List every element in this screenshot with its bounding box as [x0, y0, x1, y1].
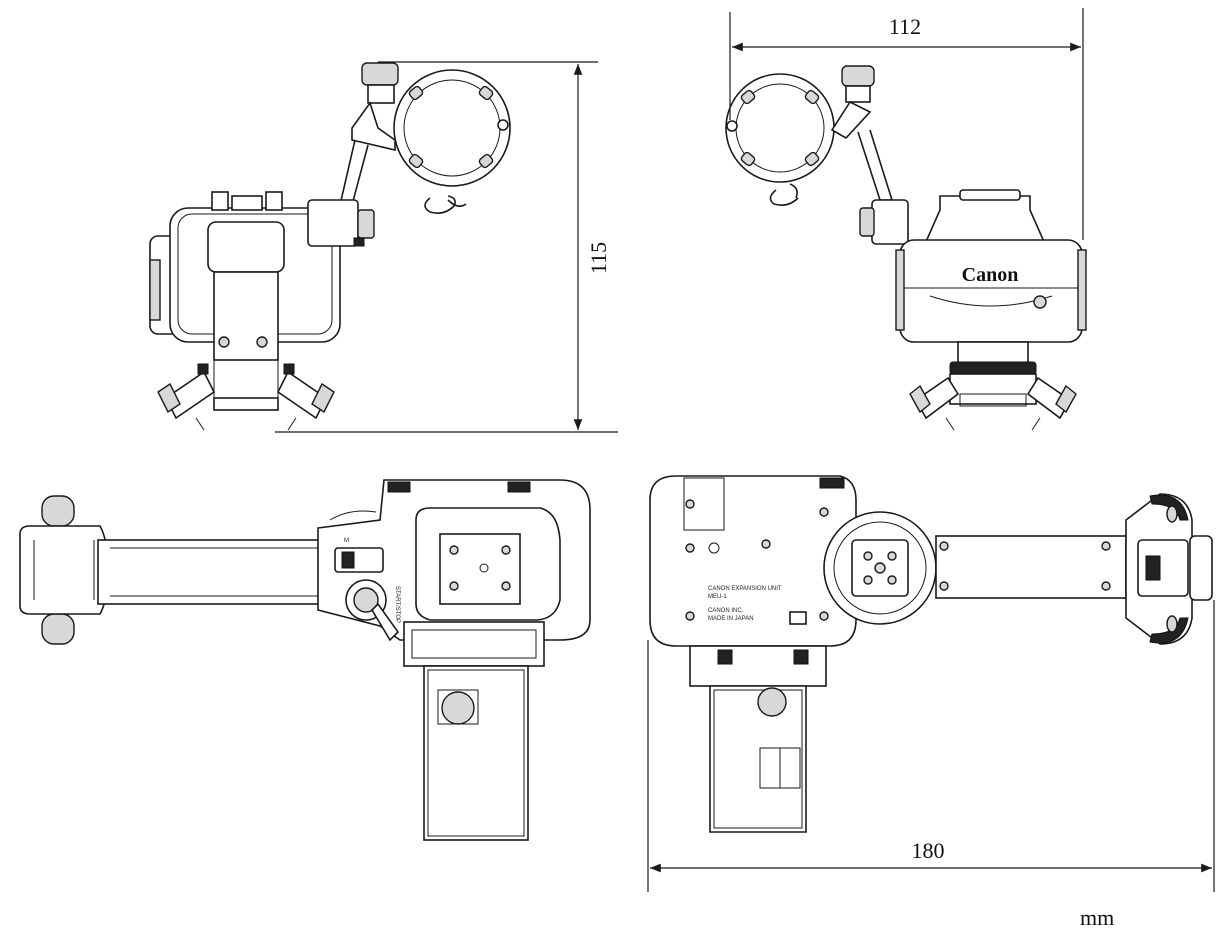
length-label: 180 [912, 838, 945, 863]
height-label: 115 [586, 242, 611, 274]
length-dimension: 180 [647, 600, 1215, 892]
start-stop-label: START/STOP [394, 586, 400, 623]
width-dimension: 112 [729, 8, 1084, 240]
label-line-1: CANON EXPANSION UNIT [708, 586, 782, 592]
height-dimension: 115 [275, 61, 618, 433]
front-view [149, 62, 511, 431]
unit-label: mm [1080, 905, 1115, 930]
m-label: M [344, 538, 349, 544]
label-line-2: MEU-1 [708, 594, 727, 600]
top-view: M START/STOP [19, 479, 591, 841]
label-line-4: MADE IN JAPAN [708, 616, 754, 622]
width-label: 112 [889, 14, 921, 39]
bottom-view: CANON EXPANSION UNIT MEU-1 CANON INC. MA… [649, 475, 1213, 833]
brand-logo: Canon [962, 264, 1019, 286]
rear-view: Canon [725, 65, 1087, 431]
label-line-3: CANON INC. [708, 608, 744, 614]
